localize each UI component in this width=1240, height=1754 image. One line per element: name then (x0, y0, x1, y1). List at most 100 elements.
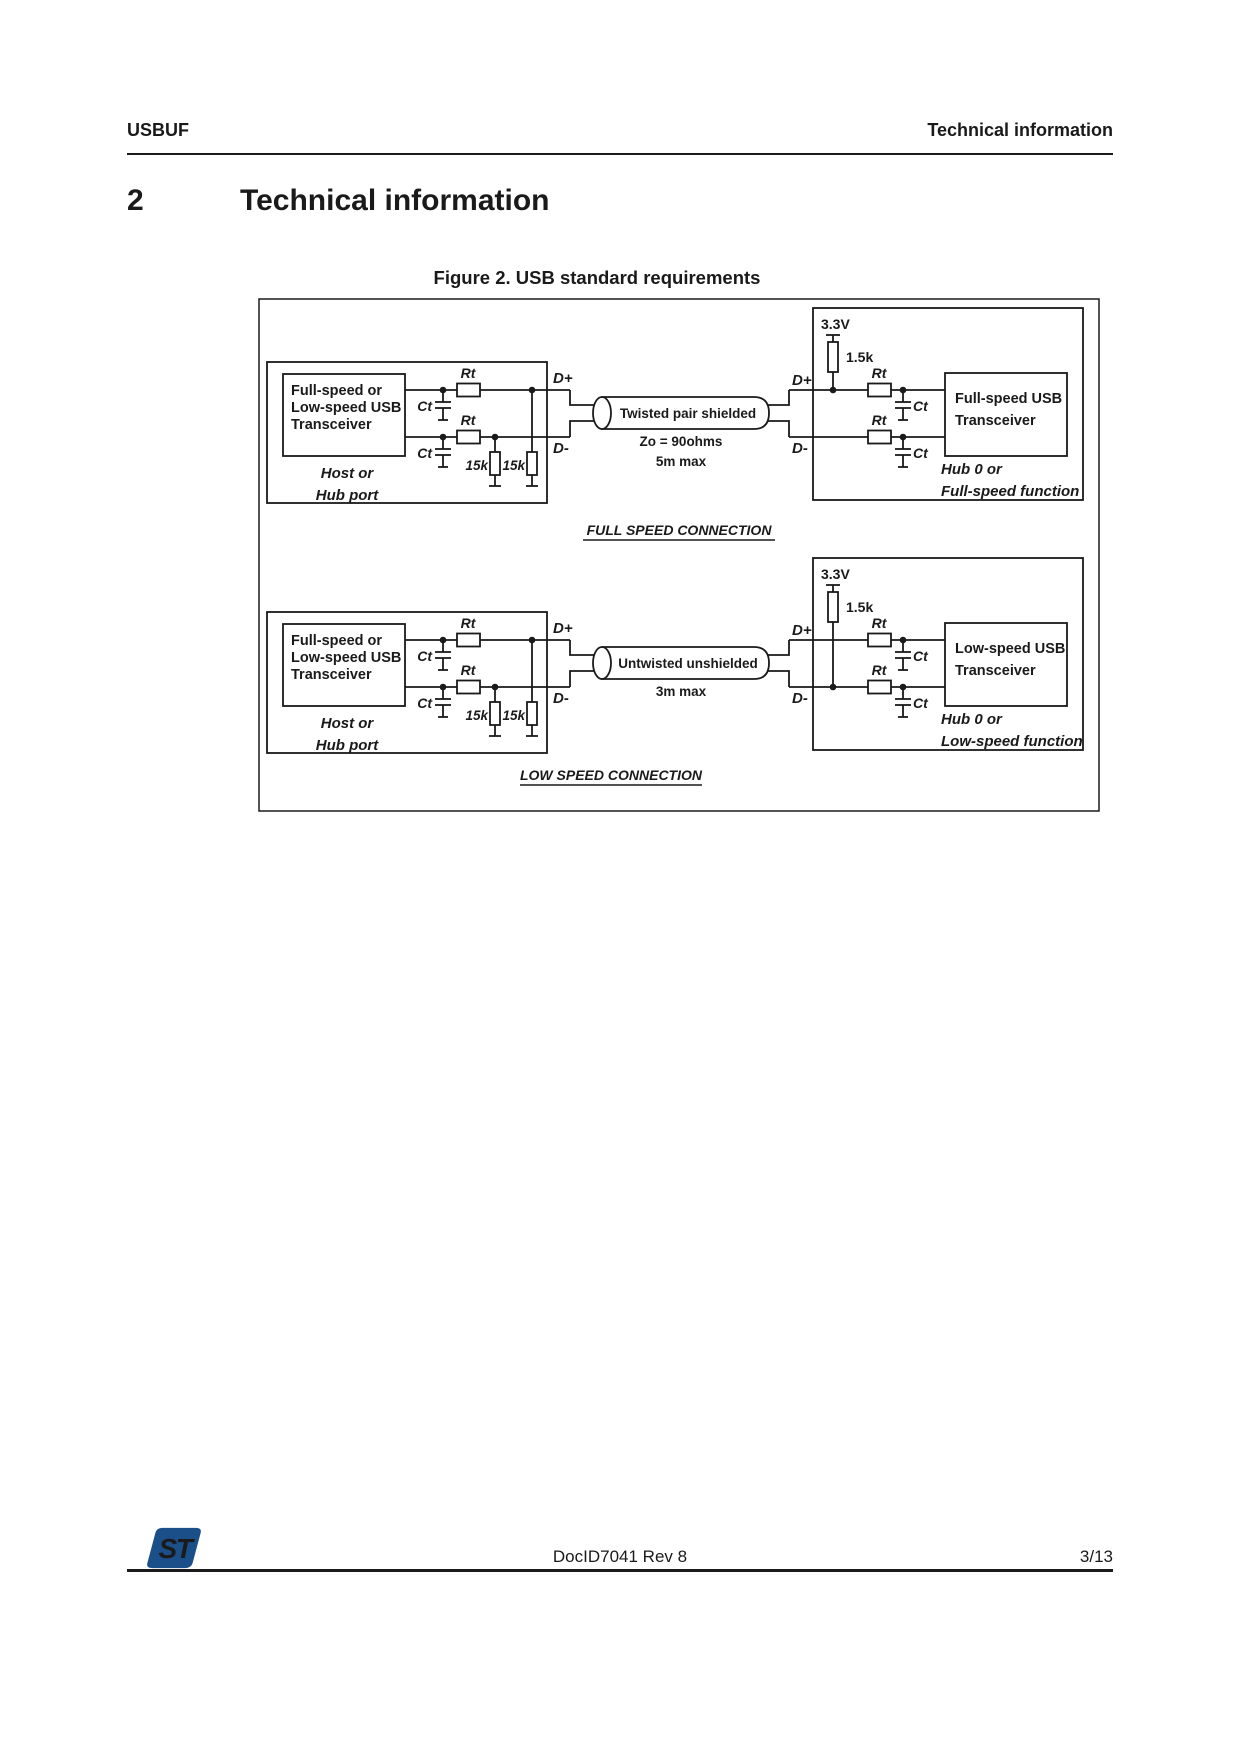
supply-label: 3.3V (821, 566, 850, 582)
ct-capacitor: Ct (417, 433, 451, 468)
cable-length: 5m max (656, 454, 707, 469)
ct-capacitor: Ct (417, 386, 451, 421)
host-port-label: Host or (321, 715, 375, 732)
st-logo-shape (147, 1527, 201, 1569)
pulldown-resistor: 15k (502, 386, 538, 487)
dminus-label: D- (553, 440, 569, 457)
low-speed-diagram: Full-speed or Low-speed USB Transceiver … (266, 557, 1084, 786)
hub-function-label: Hub 0 or (941, 711, 1003, 728)
cable-exit (767, 390, 790, 406)
header-rule (127, 153, 1113, 155)
cable-entry (569, 390, 594, 406)
rt-resistor: Rt (456, 662, 481, 695)
host-transceiver-box (282, 373, 406, 457)
footer-rule (127, 1569, 1113, 1572)
hub-function-label: Full-speed function (941, 483, 1079, 500)
doc-id: DocID7041 Rev 8 (552, 1547, 688, 1566)
full-speed-caption: FULL SPEED CONNECTION (587, 522, 773, 538)
cable-exit (767, 420, 790, 437)
page-number: 3/13 (1079, 1547, 1113, 1566)
ct-label: Ct (417, 445, 433, 461)
rt-resistor: Rt (867, 615, 892, 648)
hub-function-label: Low-speed function (941, 733, 1083, 750)
hub-function-box (812, 557, 1084, 751)
dminus-label: D- (792, 690, 808, 707)
host-port-label: Hub port (316, 737, 379, 754)
dplus-label: D+ (792, 622, 812, 639)
pulldown-label: 15k (465, 458, 489, 473)
pulldown-label: 15k (465, 708, 489, 723)
st-logo-text: ST (158, 1533, 195, 1564)
host-transceiver-label: Full-speed or (291, 383, 382, 399)
cable-impedance: Zo = 90ohms (640, 434, 723, 449)
rt-label: Rt (872, 412, 888, 428)
ct-label: Ct (417, 648, 433, 664)
rt-resistor: Rt (867, 662, 892, 695)
ct-label: Ct (913, 398, 929, 414)
device-transceiver-label: Full-speed USB (955, 391, 1062, 407)
rt-resistor: Rt (867, 412, 892, 445)
st-logo: ST (147, 1527, 201, 1569)
dplus-label: D+ (792, 372, 812, 389)
device-transceiver-label: Transceiver (955, 663, 1036, 679)
host-transceiver-label: Full-speed or (291, 633, 382, 649)
cable-exit (767, 640, 790, 656)
host-transceiver-label: Transceiver (291, 667, 372, 683)
dminus-label: D- (792, 440, 808, 457)
ct-capacitor: Ct (895, 636, 929, 671)
rt-resistor: Rt (456, 615, 481, 648)
ct-capacitor: Ct (895, 433, 929, 468)
ct-capacitor: Ct (895, 683, 929, 718)
cable-length: 3m max (656, 684, 707, 699)
dminus-label: D- (553, 690, 569, 707)
device-transceiver-label: Transceiver (955, 413, 1036, 429)
host-port-box (266, 361, 548, 504)
pullup-resistor: 3.3V 1.5k (821, 316, 873, 394)
host-port-box (266, 611, 548, 754)
section-title: Technical information (240, 184, 550, 217)
hub-function-box (812, 307, 1084, 501)
ct-capacitor: Ct (895, 386, 929, 421)
pulldown-resistor: 15k (465, 683, 501, 737)
host-port-label: Host or (321, 465, 375, 482)
rt-label: Rt (461, 662, 477, 678)
dplus-label: D+ (553, 370, 573, 387)
product-name: USBUF (127, 120, 189, 140)
low-speed-caption: LOW SPEED CONNECTION (520, 767, 703, 783)
full-speed-diagram: Full-speed or Low-speed USB Transceiver … (266, 307, 1084, 541)
junction-dot (829, 386, 837, 394)
dplus-label: D+ (553, 620, 573, 637)
device-transceiver-box (944, 372, 1068, 457)
rt-label: Rt (461, 412, 477, 428)
cable: Twisted pair shielded (592, 396, 770, 430)
ct-label: Ct (913, 445, 929, 461)
cable-entry (569, 640, 594, 656)
section-number: 2 (127, 184, 144, 217)
pullup-label: 1.5k (846, 599, 873, 615)
hub-function-label: Hub 0 or (941, 461, 1003, 478)
rt-label: Rt (461, 615, 477, 631)
pulldown-label: 15k (502, 458, 526, 473)
rt-resistor: Rt (456, 365, 481, 398)
cable-entry (569, 670, 594, 687)
pulldown-resistor: 15k (502, 636, 538, 737)
ct-label: Ct (913, 648, 929, 664)
pulldown-resistor: 15k (465, 433, 501, 487)
supply-label: 3.3V (821, 316, 850, 332)
cable-entry (569, 420, 594, 437)
junction-dot (829, 683, 837, 691)
rt-label: Rt (872, 365, 888, 381)
rt-label: Rt (872, 662, 888, 678)
cable-label: Untwisted unshielded (618, 656, 758, 671)
running-header: Technical information (927, 120, 1113, 140)
ct-label: Ct (417, 398, 433, 414)
cable: Untwisted unshielded (592, 646, 770, 680)
host-port-label: Hub port (316, 487, 379, 504)
pulldown-label: 15k (502, 708, 526, 723)
ct-capacitor: Ct (417, 683, 451, 718)
ct-capacitor: Ct (417, 636, 451, 671)
host-transceiver-label: Transceiver (291, 417, 372, 433)
figure-area: Full-speed or Low-speed USB Transceiver … (258, 298, 1100, 812)
ct-label: Ct (417, 695, 433, 711)
